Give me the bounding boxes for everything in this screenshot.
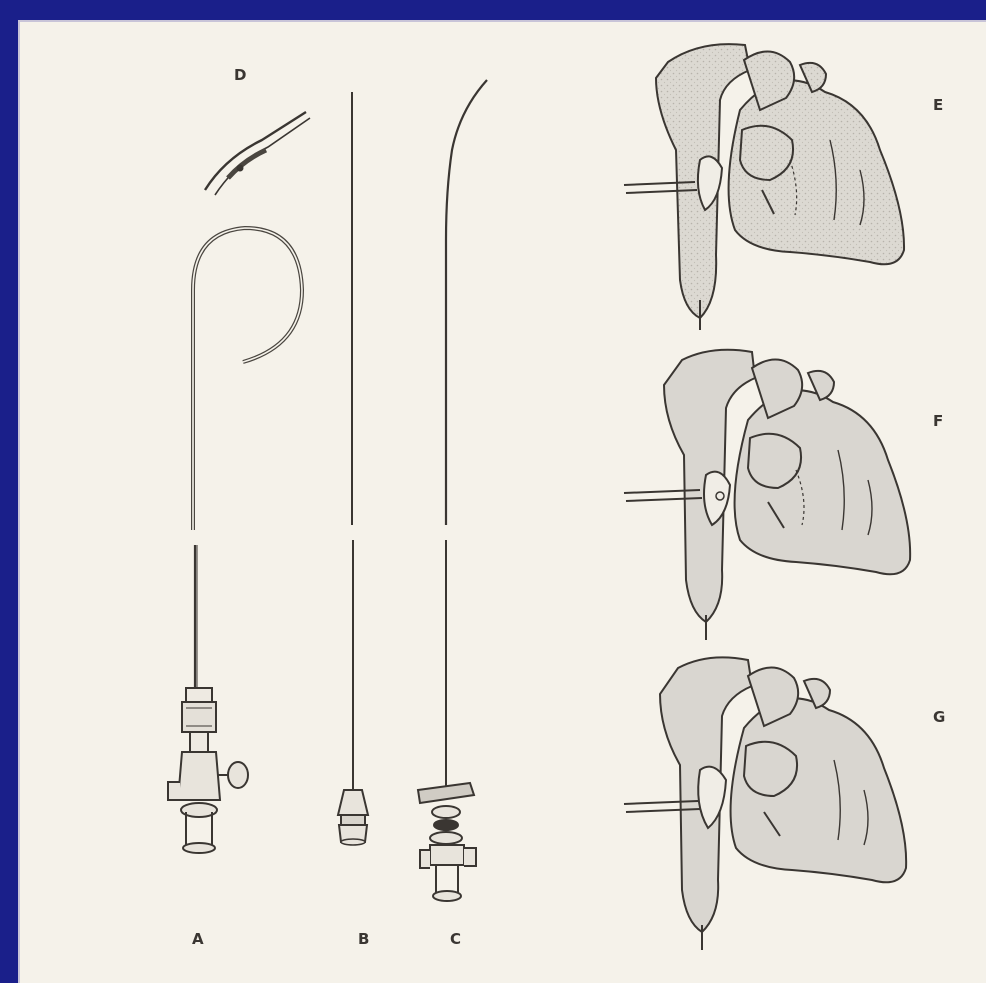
label-a: A <box>192 930 204 948</box>
needle-c <box>418 80 487 901</box>
catheter-tip-detail-d <box>205 112 310 195</box>
heart-g <box>624 657 906 950</box>
label-c: C <box>450 930 461 948</box>
label-f: F <box>933 412 943 430</box>
needle-b <box>338 92 368 845</box>
label-e: E <box>933 96 943 114</box>
heart-e <box>624 44 904 330</box>
label-g: G <box>933 708 945 726</box>
label-d: D <box>234 66 246 84</box>
catheter-a <box>168 228 302 853</box>
label-b: B <box>358 930 369 948</box>
heart-f <box>624 350 910 640</box>
